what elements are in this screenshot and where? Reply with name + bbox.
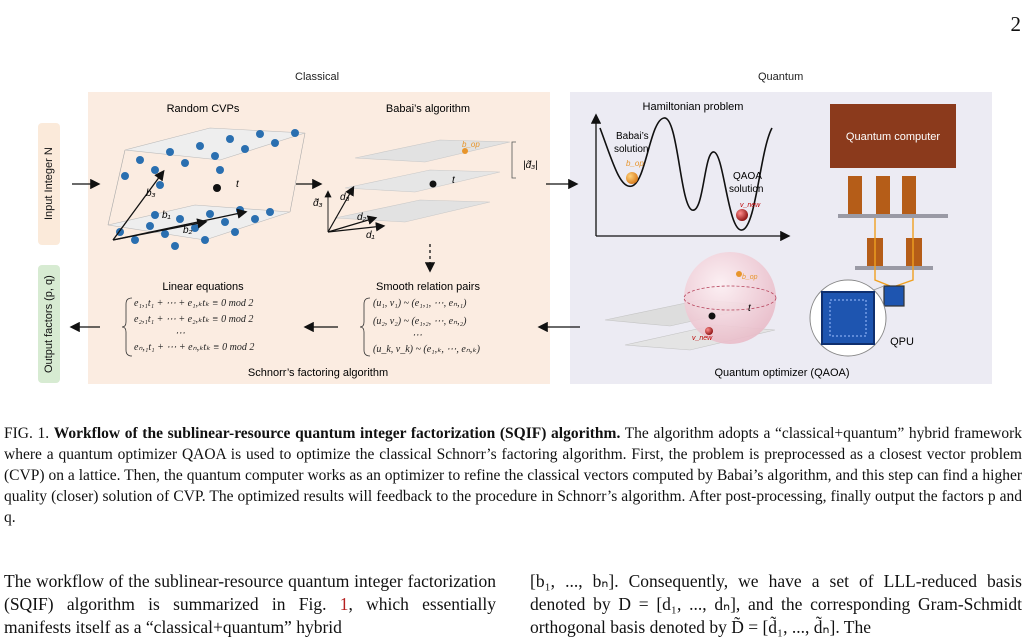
quantum-computer-stages (838, 176, 948, 307)
linear-equation-row: e₁,₁t₁ + ⋯ + e₁,ₖtₖ ≡ 0 mod 2 (134, 298, 254, 309)
random-cvps-title: Random CVPs (167, 103, 240, 115)
qpu-label: QPU (890, 336, 914, 348)
qpu-chip (821, 291, 875, 345)
linear-equations-brace (121, 297, 133, 357)
smooth-pair-row: (u₂, v₂) ~ (e₁,₂, ⋯, eₙ,₂) (373, 316, 467, 327)
qaoa-bop-point (736, 271, 742, 277)
classical-header: Classical (295, 71, 340, 83)
babai-solution-label-1: Babai’s (616, 131, 649, 142)
figure-diagram: Random CVPs b₃ b₁ b₂ t Babai’s algorithm… (69, 101, 956, 379)
babai-target-point (429, 180, 437, 188)
label-b1: b₁ (162, 210, 171, 221)
body-left-b: , which essentially manifests itself as … (4, 594, 496, 637)
qaoa-solution-label-1: QAOA (733, 171, 762, 182)
quantum-computer-title: Quantum computer (846, 131, 940, 143)
vector-b3 (112, 169, 165, 241)
qaoa-vnew-label: v_new (692, 335, 713, 342)
babai-title: Babai’s algorithm (386, 103, 470, 115)
vector-d1 (327, 222, 386, 233)
vector-d2 (327, 215, 378, 233)
qaoa-t-label: t (748, 303, 752, 314)
babai-solution-ball (626, 172, 638, 184)
babai-solution-label-2: solution (614, 144, 648, 155)
qaoa-solution-label-2: solution (729, 184, 763, 195)
body-text-left: The workflow of the sublinear-resource q… (4, 570, 496, 639)
label-d3: d₃ (340, 192, 350, 203)
qpu-chip-grid (829, 299, 867, 337)
smooth-pairs-title: Smooth relation pairs (376, 281, 480, 293)
energy-landscape (599, 117, 773, 231)
schnorr-title: Schnorr’s factoring algorithm (248, 367, 388, 379)
body-left-a: The workflow of the sublinear-resource q… (4, 571, 496, 614)
qaoa-bop-label: b_op (742, 274, 758, 281)
body-text-right: [b₁, ..., bₙ]. Consequently, we have a s… (530, 571, 1022, 637)
figure-ref-link[interactable]: 1 (339, 594, 349, 614)
babai-t-label: t (452, 175, 456, 186)
label-t: t (236, 179, 240, 190)
smooth-pair-row: (u_k, v_k) ~ (e₁,ₖ, ⋯, eₙ,ₖ) (373, 344, 480, 355)
hamiltonian-title: Hamiltonian problem (643, 101, 744, 113)
smooth-pair-row: (u₁, v₁) ~ (e₁,₁, ⋯, eₙ,₁) (373, 298, 467, 309)
figure-caption: FIG. 1. Workflow of the sublinear-resour… (4, 423, 1022, 528)
qaoa-optimizer-title: Quantum optimizer (QAOA) (714, 367, 849, 379)
smooth-pair-row: ⋯ (412, 330, 422, 341)
vector-b2 (112, 218, 208, 241)
babai-bop-point (462, 148, 468, 154)
label-d1: d₁ (366, 230, 375, 241)
linear-equation-row: eₙ,₁t₁ + ⋯ + eₙ,ₖtₖ ≡ 0 mod 2 (134, 342, 255, 353)
lattice-edge (107, 149, 126, 226)
label-b2: b₂ (183, 225, 193, 236)
label-d3-side: |d̃₃| (523, 160, 538, 171)
quantum-header: Quantum (758, 71, 804, 83)
quantum-computer-top (830, 104, 956, 168)
hamiltonian-bop-label: b_op (626, 159, 644, 168)
hamiltonian-vnew-label: v_new (740, 202, 761, 209)
caption-title: Workflow of the sublinear-resource quant… (53, 425, 621, 442)
babai-bop-label: b_op (462, 140, 480, 149)
babai-plane-mid (344, 169, 501, 193)
sphere-equator (683, 285, 777, 311)
lattice-edge (289, 132, 306, 213)
linear-equation-row: ⋯ (175, 328, 185, 339)
qaoa-target-point (708, 312, 716, 320)
qaoa-bloch-sphere (684, 252, 776, 344)
page-number: 2 (1010, 12, 1022, 36)
vector-d3 (327, 185, 355, 233)
label-d3-hat: d̃₃ (313, 198, 323, 209)
linear-equations-title: Linear equations (162, 281, 244, 293)
linear-equation-row: e₂,₁t₁ + ⋯ + e₂,ₖtₖ ≡ 0 mod 2 (134, 314, 254, 325)
label-b3: b₃ (146, 188, 156, 199)
qaoa-vnew-point (705, 327, 713, 335)
caption-text: The algorithm adopts a “classical+quantu… (4, 425, 1022, 526)
babai-plane-top (354, 139, 511, 163)
label-d2: d₂ (357, 212, 367, 223)
caption-prefix: FIG. 1. (4, 425, 50, 442)
target-point (213, 184, 221, 192)
d3-bracket (511, 141, 516, 179)
smooth-pairs-brace (359, 297, 371, 357)
qaoa-solution-ball (736, 209, 748, 221)
